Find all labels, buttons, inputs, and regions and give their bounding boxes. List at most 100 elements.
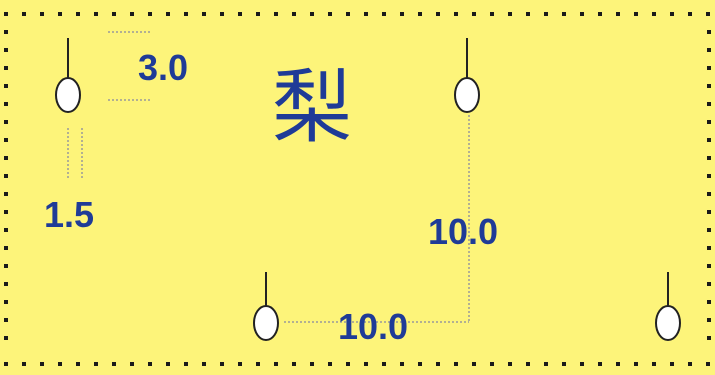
border-dot-top (670, 12, 674, 16)
border-dot-left (4, 156, 8, 160)
border-dot-right (707, 246, 711, 250)
label-row-spacing-b: 10.0 (428, 211, 499, 252)
border-dot-top (562, 12, 566, 16)
label-row-spacing-a: 3.0 (138, 47, 189, 88)
border-dot-top (598, 12, 602, 16)
border-dot-bottom (616, 362, 620, 366)
diagram-title: 梨 (272, 61, 352, 154)
border-dot-right (707, 66, 711, 70)
border-dot-bottom (490, 362, 494, 366)
border-dot-left (4, 174, 8, 178)
border-dot-left (4, 84, 8, 88)
border-dot-bottom (382, 362, 386, 366)
border-dot-bottom (688, 362, 692, 366)
border-dot-bottom (4, 362, 8, 366)
border-dot-bottom (436, 362, 440, 366)
border-dot-top (112, 12, 116, 16)
border-dot-right (707, 282, 711, 286)
border-dot-top (166, 12, 170, 16)
border-dot-right (707, 192, 711, 196)
border-dot-top (4, 12, 8, 16)
border-dot-bottom (22, 362, 26, 366)
border-dot-top (292, 12, 296, 16)
dotted-border (4, 12, 711, 366)
border-dot-top (652, 12, 656, 16)
border-dot-bottom (454, 362, 458, 366)
border-dot-top (544, 12, 548, 16)
border-dot-bottom (238, 362, 242, 366)
border-dot-left (4, 120, 8, 124)
border-dot-bottom (256, 362, 260, 366)
border-dot-bottom (274, 362, 278, 366)
border-dot-bottom (58, 362, 62, 366)
border-dot-top (634, 12, 638, 16)
border-dot-bottom (706, 362, 710, 366)
border-dot-top (472, 12, 476, 16)
border-dot-top (346, 12, 350, 16)
border-dot-top (184, 12, 188, 16)
border-dot-right (707, 30, 711, 34)
dimension-guides (67, 31, 470, 323)
border-dot-top (256, 12, 260, 16)
border-dot-bottom (634, 362, 638, 366)
label-vertical-gap: 1.5 (44, 194, 95, 235)
border-dot-left (4, 66, 8, 70)
border-dot-bottom (328, 362, 332, 366)
border-dot-bottom (220, 362, 224, 366)
border-dot-right (707, 228, 711, 232)
border-dot-top (508, 12, 512, 16)
border-dot-top (238, 12, 242, 16)
border-dot-top (382, 12, 386, 16)
border-dot-bottom (148, 362, 152, 366)
border-dot-top (220, 12, 224, 16)
border-dot-right (707, 336, 711, 340)
border-dot-left (4, 300, 8, 304)
border-dot-top (364, 12, 368, 16)
border-dot-bottom (94, 362, 98, 366)
border-dot-bottom (508, 362, 512, 366)
border-dot-top (40, 12, 44, 16)
border-dot-top (688, 12, 692, 16)
border-dot-bottom (112, 362, 116, 366)
border-dot-top (310, 12, 314, 16)
border-dot-right (707, 264, 711, 268)
border-dot-bottom (202, 362, 206, 366)
border-dot-top (580, 12, 584, 16)
border-dot-bottom (130, 362, 134, 366)
border-dot-right (707, 300, 711, 304)
border-dot-left (4, 192, 8, 196)
border-dot-right (707, 102, 711, 106)
label-plant-spacing: 10.0 (338, 306, 409, 347)
border-dot-bottom (346, 362, 350, 366)
border-dot-bottom (598, 362, 602, 366)
border-dot-top (130, 12, 134, 16)
border-dot-left (4, 264, 8, 268)
border-dot-left (4, 246, 8, 250)
border-dot-left (4, 102, 8, 106)
pin-marker-bottom-left (253, 272, 279, 341)
border-dot-top (418, 12, 422, 16)
border-dot-bottom (184, 362, 188, 366)
border-dot-right (707, 120, 711, 124)
border-dot-left (4, 210, 8, 214)
border-dot-left (4, 48, 8, 52)
border-dot-bottom (292, 362, 296, 366)
border-dot-right (707, 318, 711, 322)
border-dot-top (76, 12, 80, 16)
border-dot-top (58, 12, 62, 16)
border-dot-bottom (40, 362, 44, 366)
border-dot-left (4, 282, 8, 286)
border-dot-top (22, 12, 26, 16)
pin-marker-top-right (454, 38, 480, 113)
pin-marker-bottom-right (655, 272, 681, 341)
border-dot-bottom (418, 362, 422, 366)
border-dot-left (4, 318, 8, 322)
border-dot-top (202, 12, 206, 16)
border-dot-top (454, 12, 458, 16)
border-dot-bottom (472, 362, 476, 366)
border-dot-top (274, 12, 278, 16)
border-dot-bottom (526, 362, 530, 366)
border-dot-bottom (544, 362, 548, 366)
border-dot-bottom (562, 362, 566, 366)
